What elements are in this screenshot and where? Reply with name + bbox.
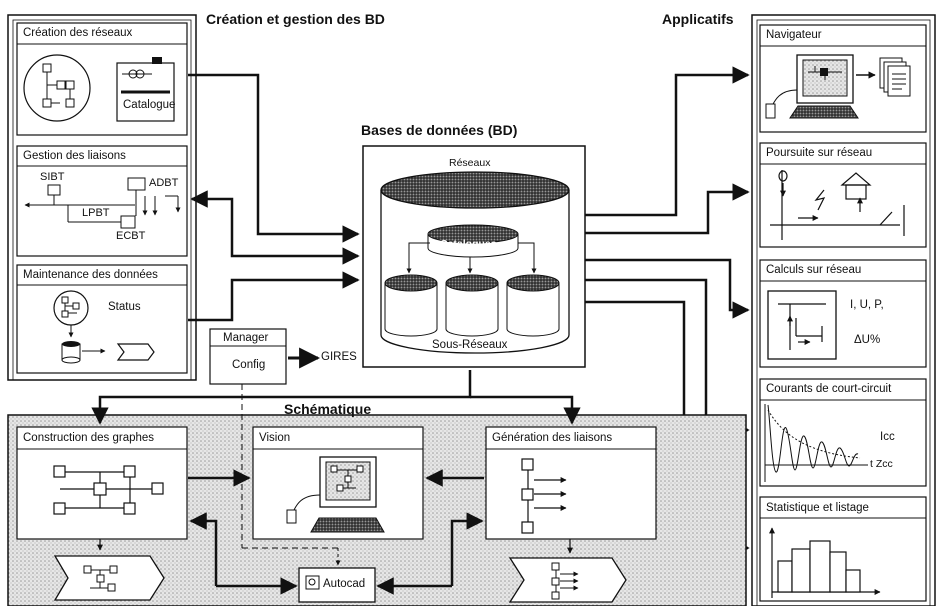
sibt-label: SIBT <box>40 171 65 183</box>
courants-label: Courants de court-circuit <box>766 383 892 395</box>
applicatifs-section-title: Applicatifs <box>662 11 734 27</box>
icc-label: Icc <box>880 431 895 443</box>
bd-to-schematique-arrows <box>91 370 581 425</box>
creation-reseaux-label: Création des réseaux <box>23 27 133 39</box>
lightning-icon <box>814 189 826 211</box>
config-label: Config <box>232 359 266 371</box>
catalogue-icon <box>116 57 175 122</box>
construction-label: Construction des graphes <box>23 432 155 444</box>
network-graph-icon <box>42 63 75 108</box>
gestion-liaisons-box <box>16 145 188 257</box>
navigateur-box <box>759 24 927 133</box>
vision-label: Vision <box>259 432 291 444</box>
sous-reseau-cylinder <box>384 274 438 337</box>
generation-box <box>485 426 657 540</box>
lpbt-label: LPBT <box>82 207 110 219</box>
vision-box <box>252 426 424 540</box>
computer-icon <box>765 54 859 119</box>
schematique-arrows <box>188 469 484 595</box>
manager-box <box>209 328 287 385</box>
schematique-section-title: Schématique <box>284 401 372 417</box>
construction-box <box>16 426 188 540</box>
documents-icon <box>879 57 911 97</box>
catalogue-label: Catalogue <box>123 99 176 111</box>
bases-de-donnees-box <box>362 145 586 368</box>
statistique-box <box>759 496 927 602</box>
maintenance-label: Maintenance des données <box>23 269 158 281</box>
reseaux-label: Réseaux <box>449 157 491 169</box>
report-icon <box>116 343 155 361</box>
gestion-liaisons-label: Gestion des liaisons <box>23 150 126 162</box>
statistique-label: Statistique et listage <box>766 502 869 514</box>
iup-label: I, U, P, <box>850 299 884 311</box>
graph-report-icon <box>53 555 165 601</box>
sous-reseaux-label: Sous-Réseaux <box>432 339 508 351</box>
creation-to-bd-arrows <box>188 73 360 322</box>
calculs-label: Calculs sur réseau <box>766 264 862 276</box>
creation-reseaux-box <box>16 22 188 136</box>
database-small-icon <box>61 341 81 364</box>
adbt-label: ADBT <box>149 177 179 189</box>
computer-icon <box>286 456 385 533</box>
calculs-box <box>759 259 927 368</box>
navigateur-label: Navigateur <box>766 29 822 41</box>
generation-label: Génération des liaisons <box>492 432 613 444</box>
liaisons-report-icon <box>508 557 627 603</box>
sous-reseau-cylinder <box>506 274 560 337</box>
catalogues-label: Catalogues <box>440 238 497 250</box>
gires-label: GIRES <box>321 351 357 363</box>
autocad-label: Autocad <box>323 578 366 590</box>
poursuite-box <box>759 142 927 248</box>
network-circle-icon <box>23 54 91 122</box>
status-label: Status <box>108 301 141 313</box>
sous-reseau-cylinder <box>445 274 499 337</box>
autocad-icon <box>305 575 320 590</box>
poursuite-label: Poursuite sur réseau <box>766 147 873 159</box>
delta-u-label: ΔU% <box>854 334 881 346</box>
manager-label: Manager <box>223 332 269 344</box>
tzcc-label: t Zcc <box>870 458 893 470</box>
creation-section-title: Création et gestion des BD <box>206 11 385 27</box>
bases-section-title: Bases de données (BD) <box>361 122 518 138</box>
courants-box <box>759 378 927 487</box>
maintenance-box <box>16 264 188 374</box>
autocad-box <box>298 567 376 603</box>
ecbt-label: ECBT <box>116 230 146 242</box>
